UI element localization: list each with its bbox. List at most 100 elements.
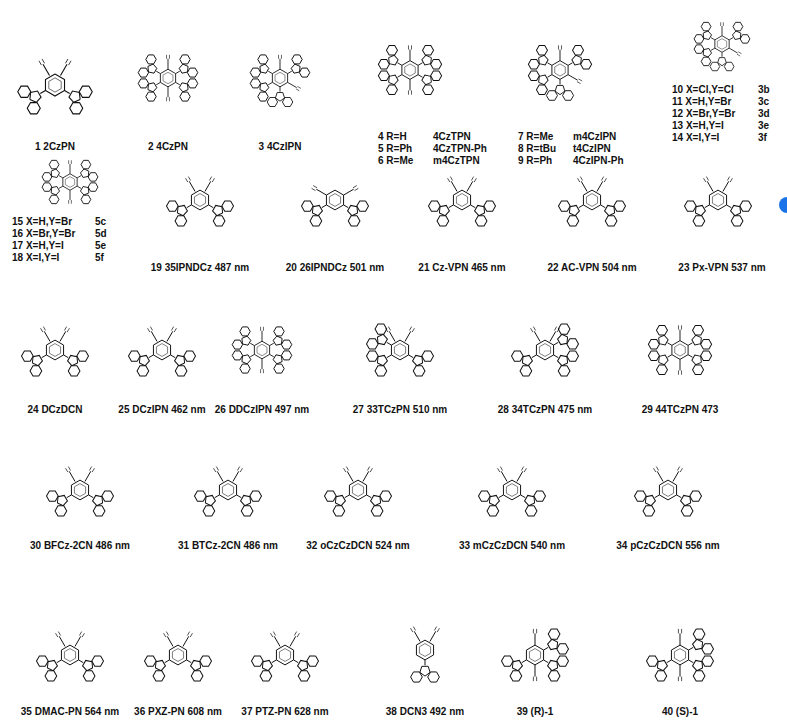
molecule-structure xyxy=(323,467,393,519)
benzo-ring xyxy=(691,323,705,337)
molecule-structure xyxy=(377,43,443,97)
benzene-ring xyxy=(526,645,543,665)
donor-bond xyxy=(667,660,672,663)
aromatic-circle xyxy=(74,484,85,497)
nitrile-bond xyxy=(168,87,169,97)
donor-bond xyxy=(387,342,392,345)
nitrile-bond xyxy=(167,331,173,341)
compound-label: 18 X=I,Y=I xyxy=(12,252,59,264)
benzo-ring xyxy=(136,363,151,378)
aromatic-circle xyxy=(49,344,60,357)
benzo-ring xyxy=(231,349,244,363)
compound-caption: 37 PTZ-PN 628 nm xyxy=(241,706,328,718)
nitrile-bond xyxy=(42,59,45,63)
donor-bond xyxy=(322,205,327,208)
carbazole-donor xyxy=(500,651,528,684)
nitrile-bond xyxy=(657,471,663,481)
donor-bond xyxy=(688,343,692,346)
benzo-ring xyxy=(535,43,549,57)
nitrile-bond xyxy=(316,189,326,195)
nitrile-bond xyxy=(534,331,540,341)
benzo-ring xyxy=(385,43,399,57)
compound-label: 13 X=H,Y=I xyxy=(672,120,724,132)
nitrile-bond xyxy=(678,370,679,374)
compound-caption: 21 Cz-VPN 465 nm xyxy=(418,262,505,274)
nitrile-bond xyxy=(186,178,188,182)
benzo-ring xyxy=(87,171,99,184)
donor-bond xyxy=(156,82,160,84)
nitrile-bond xyxy=(677,467,679,471)
benzo-ring xyxy=(645,653,660,668)
nitrile-bond xyxy=(654,468,656,472)
donor-bond xyxy=(579,205,584,208)
compound-caption: 29 44TCzPN 473 xyxy=(642,404,719,416)
benzo-ring xyxy=(477,488,492,503)
nitrile-bond xyxy=(89,467,91,471)
nitrile-bond xyxy=(70,164,71,174)
benzo-ring xyxy=(429,57,443,71)
nitrile-bond xyxy=(294,632,296,636)
benzo-ring xyxy=(699,337,713,351)
carbazole-donor xyxy=(41,178,64,205)
compound-label: 10 X=Cl,Y=Cl xyxy=(672,84,734,96)
benzo-ring xyxy=(654,668,669,683)
nitrile-bond xyxy=(240,468,242,472)
molecule-structure xyxy=(35,632,105,684)
donor-bond xyxy=(554,342,559,345)
benzene-ring xyxy=(583,190,600,210)
nitrile-bond xyxy=(65,59,68,63)
compound-label: 15 X=H,Y=Br xyxy=(12,216,72,228)
donor-bond xyxy=(344,205,349,208)
donor-bond xyxy=(387,355,392,358)
nitrile-bond xyxy=(288,82,297,87)
carbazole-donor xyxy=(268,346,293,375)
donor-bond xyxy=(250,354,254,356)
donor-bond xyxy=(187,660,192,663)
nitrile-bond xyxy=(451,181,457,191)
nitrile-bond xyxy=(353,186,357,188)
benzo-ring xyxy=(231,338,244,352)
benzo-ring xyxy=(145,90,158,104)
carbazole-donor xyxy=(35,651,63,684)
nitrile-bond xyxy=(171,327,173,331)
nitrile-bond xyxy=(434,627,436,631)
compound-label: 17 X=H,Y=I xyxy=(12,240,64,252)
benzo-ring xyxy=(165,198,180,213)
nitrile-bond xyxy=(168,59,169,69)
benzene-ring xyxy=(715,36,729,53)
donor-bond xyxy=(521,495,526,498)
nitrile-bond xyxy=(313,186,317,188)
nitrile-bond xyxy=(581,181,587,191)
nitrile-bond xyxy=(166,632,168,636)
benzo-ring xyxy=(557,363,572,378)
benzo-ring xyxy=(182,348,197,363)
nitrile-bond xyxy=(69,471,75,481)
donor-bond xyxy=(89,495,94,498)
nitrile-bond xyxy=(281,55,282,59)
benzene-ring xyxy=(219,480,236,500)
benzo-ring xyxy=(137,66,150,80)
nitrile-bond xyxy=(70,190,71,200)
donor-bond xyxy=(418,75,422,78)
benzo-ring xyxy=(20,348,35,363)
benzo-ring xyxy=(647,349,661,363)
donor-bond xyxy=(471,205,476,208)
donor-bond xyxy=(667,343,671,346)
donor-bond xyxy=(79,660,84,663)
compound-caption: 38 DCN3 492 nm xyxy=(386,706,464,718)
carbazole-donor xyxy=(417,66,443,97)
molecule-structure xyxy=(41,158,99,206)
benzo-ring xyxy=(297,668,312,683)
aromatic-circle xyxy=(172,649,183,662)
benzene-ring xyxy=(659,480,676,500)
nitrile-bond xyxy=(601,177,603,181)
benzo-ring xyxy=(482,198,497,213)
compound-label: 7 R=Me xyxy=(518,131,553,143)
benzo-ring xyxy=(26,100,42,117)
benzo-ring xyxy=(547,668,562,683)
benzo-ring xyxy=(365,348,380,363)
benzo-ring xyxy=(527,69,541,83)
nitrile-bond xyxy=(568,75,578,81)
nitrile-bond xyxy=(297,86,300,88)
